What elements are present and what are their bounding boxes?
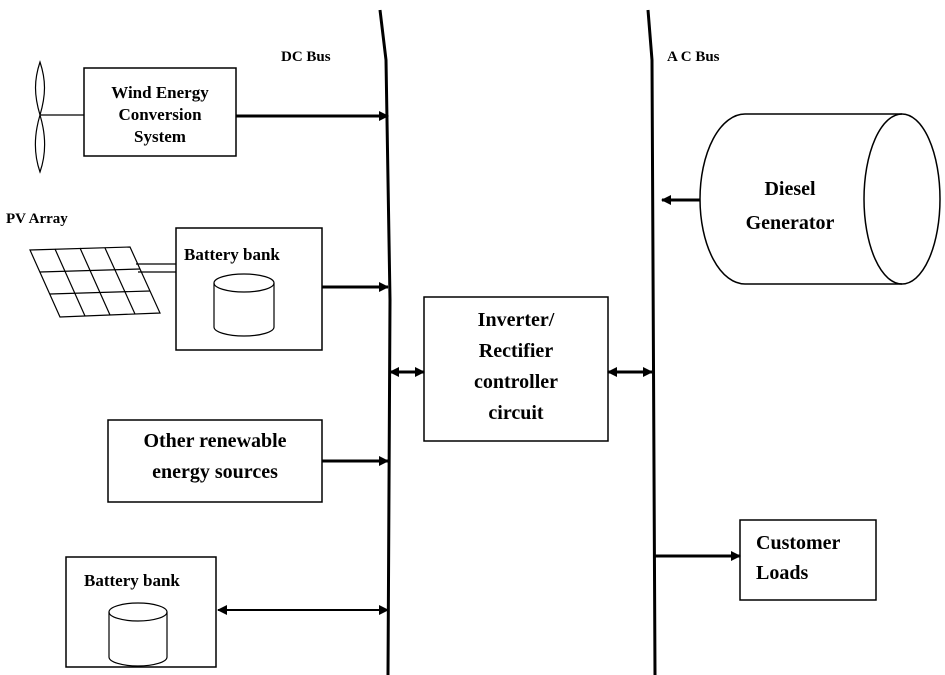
- diesel-generator-label: Diesel Generator: [746, 172, 835, 240]
- battery-cylinder-icon: [213, 273, 275, 337]
- ac-bus-label: A C Bus: [667, 49, 720, 65]
- diesel-label-line-1: Diesel: [764, 178, 816, 200]
- converter-label-line-2: Rectifier: [478, 340, 554, 362]
- storage-battery-box: [65, 556, 217, 668]
- wind-label-line-1: Wind Energy: [111, 83, 209, 102]
- storage-battery-label: Battery bank: [84, 571, 180, 590]
- other-label-line-2: energy sources: [152, 461, 278, 483]
- diesel-label-line-2: Generator: [745, 212, 835, 234]
- pv-array-label: PV Array: [6, 211, 68, 227]
- wind-system-box: [83, 67, 237, 157]
- pv-battery-label: Battery bank: [184, 245, 280, 264]
- other-label-line-1: Other renewable: [143, 430, 287, 452]
- wind-turbine-icon: [34, 60, 84, 174]
- converter-label: Inverter/ Rectifier controller circuit: [474, 305, 558, 429]
- dc-bus-line: [378, 9, 392, 675]
- other-renewable-label: Other renewable energy sources: [143, 426, 286, 488]
- loads-label-line-1: Customer: [756, 532, 841, 554]
- wind-system-label: Wind Energy Conversion System: [111, 82, 208, 148]
- storage-battery-cylinder-icon: [108, 602, 168, 667]
- wind-label-line-2: Conversion: [118, 105, 202, 124]
- converter-label-line-3: controller: [473, 371, 559, 393]
- converter-label-line-1: Inverter/: [477, 309, 555, 331]
- pv-array-icon: [29, 246, 176, 318]
- diesel-generator-shape: [699, 113, 941, 285]
- pv-battery-box: [175, 227, 323, 351]
- ac-bus-line: [646, 9, 657, 675]
- wind-label-line-3: System: [134, 127, 186, 146]
- loads-label-line-2: Loads: [756, 562, 809, 584]
- customer-loads-label: Customer Loads: [756, 528, 840, 588]
- converter-label-line-4: circuit: [488, 402, 544, 424]
- dc-bus-label: DC Bus: [281, 49, 331, 65]
